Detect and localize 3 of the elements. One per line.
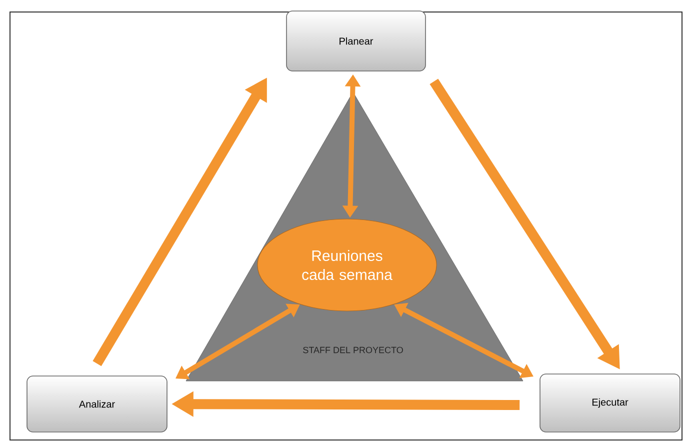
process-box: Analizar <box>26 376 168 432</box>
process-box: Planear <box>286 10 426 72</box>
process-box: Ejecutar <box>540 374 680 432</box>
